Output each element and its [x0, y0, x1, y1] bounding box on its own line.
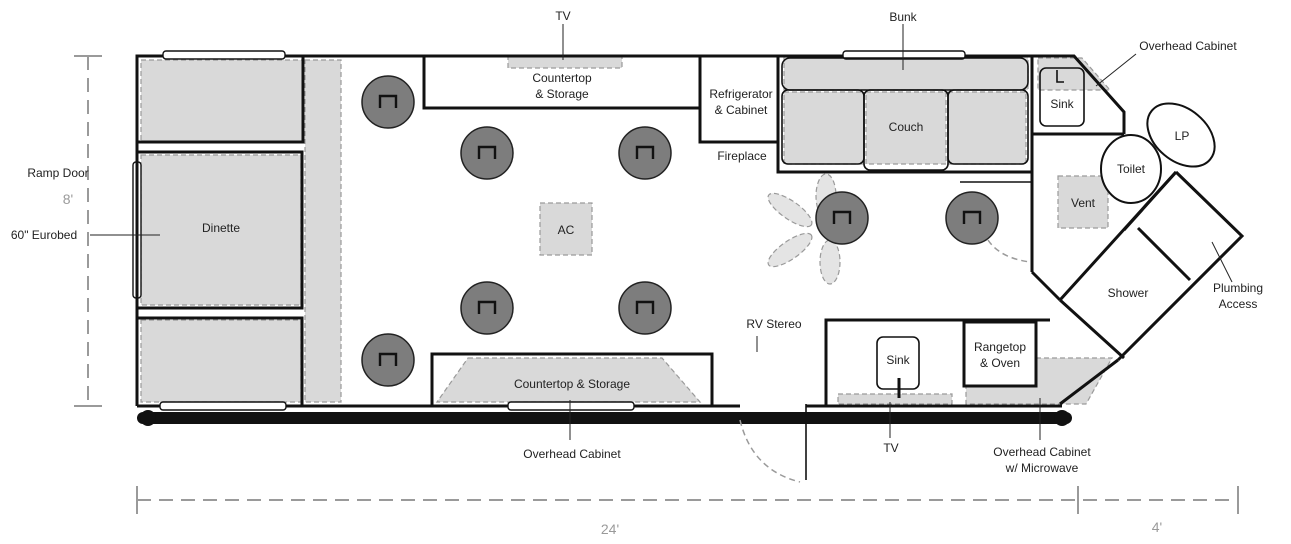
window-bottom-left [159, 401, 287, 411]
fishing-hole [945, 191, 999, 245]
fishing-hole [460, 281, 514, 335]
couch-shade-mid [865, 91, 947, 165]
bath-door-swing [987, 239, 1031, 263]
label-rangetop-1: Rangetop [974, 340, 1026, 354]
dim-length: 24' [601, 521, 619, 537]
label-refrigerator-2: & Cabinet [715, 103, 768, 117]
dinette-backrest [304, 59, 342, 403]
label-countertop-bottom: Countertop & Storage [514, 377, 630, 391]
label-toilet: Toilet [1117, 162, 1146, 176]
overhead-cabinet-top-shade [1037, 57, 1112, 91]
outer-walls [132, 50, 1245, 426]
window-top-left [162, 50, 286, 60]
dim-nose: 4' [1152, 519, 1162, 535]
label-tv-bottom: TV [883, 441, 898, 455]
label-ramp-door: Ramp Door [27, 166, 88, 180]
couch-shade-right [947, 91, 1027, 165]
label-couch: Couch [889, 120, 924, 134]
countertop-bottom-shade [435, 357, 702, 403]
entry-door-swing [739, 419, 801, 483]
bunk-shade [783, 55, 1029, 91]
label-countertop-top-2: & Storage [535, 87, 589, 101]
floor-rail [137, 412, 1072, 424]
label-overhead-microwave-2: w/ Microwave [1005, 461, 1079, 475]
tv-top-panel [507, 55, 623, 69]
lp-tank [1146, 102, 1216, 168]
dimensions: 8' 24' 4' [63, 55, 1239, 537]
toilet [1100, 134, 1162, 204]
label-plumbing-1: Plumbing [1213, 281, 1263, 295]
label-rv-stereo: RV Stereo [746, 317, 801, 331]
label-tv-top: TV [555, 9, 570, 23]
labels: TV Bunk Overhead Cabinet Countertop & St… [11, 9, 1263, 475]
interior-walls [135, 56, 1192, 480]
label-overhead-microwave-1: Overhead Cabinet [993, 445, 1091, 459]
label-sink-top: Sink [1050, 97, 1074, 111]
fishing-hole [618, 281, 672, 335]
dinette-table [140, 154, 302, 306]
fishing-holes [361, 75, 999, 387]
label-rangetop-2: & Oven [980, 356, 1020, 370]
dinette-seat-top [140, 59, 304, 143]
label-overhead-cabinet-bottom: Overhead Cabinet [523, 447, 621, 461]
tv-bottom-panel [837, 393, 953, 405]
fishing-hole [460, 126, 514, 180]
ac-unit [539, 202, 593, 256]
fishing-hole [618, 126, 672, 180]
label-fireplace: Fireplace [717, 149, 767, 163]
label-lp: LP [1175, 129, 1190, 143]
dinette-seat-bottom [140, 319, 302, 403]
dim-width: 8' [63, 191, 73, 207]
label-sink-bottom: Sink [886, 353, 910, 367]
fishing-hole [361, 333, 415, 387]
fishing-hole [361, 75, 415, 129]
couch-shade-left [783, 91, 865, 165]
window-top-bunk [842, 50, 966, 60]
label-eurobed: 60" Eurobed [11, 228, 77, 242]
fishing-hole [815, 191, 869, 245]
label-shower: Shower [1108, 286, 1149, 300]
leader-lines [90, 24, 1233, 440]
window-bottom-mid [507, 401, 635, 411]
label-bunk: Bunk [889, 10, 917, 24]
vent-shade [1057, 175, 1109, 229]
label-vent: Vent [1071, 196, 1096, 210]
label-dinette: Dinette [202, 221, 240, 235]
label-ac: AC [558, 223, 575, 237]
fixtures [1100, 102, 1216, 204]
label-overhead-cabinet-top: Overhead Cabinet [1139, 39, 1237, 53]
label-plumbing-2: Access [1219, 297, 1258, 311]
label-countertop-top-1: Countertop [532, 71, 592, 85]
label-refrigerator-1: Refrigerator [709, 87, 772, 101]
